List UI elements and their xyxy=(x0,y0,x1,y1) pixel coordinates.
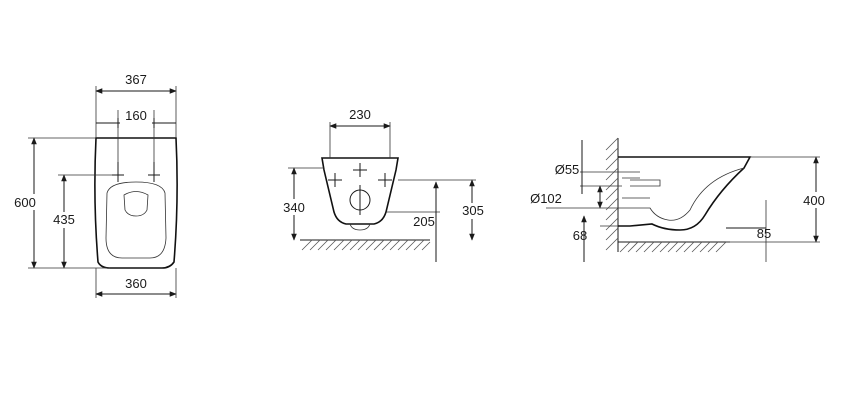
dim-160-label-bg xyxy=(120,108,152,124)
profile-pipes xyxy=(622,171,661,199)
side-bowl-outline xyxy=(321,157,399,225)
side-extension-lines xyxy=(288,122,476,213)
dim-85-label: 85 xyxy=(757,226,771,241)
profile-bowl-inner xyxy=(622,167,745,221)
dim-o102-label: Ø102 xyxy=(530,191,562,206)
side-fixing-crosses xyxy=(328,163,392,215)
profile-extension-lines xyxy=(546,156,820,262)
front-bowl-outline xyxy=(94,137,178,269)
dim-600-label-bg xyxy=(14,194,36,210)
dim-367-label: 367 xyxy=(125,72,147,87)
dim-600-label: 600 xyxy=(14,195,36,210)
dim-360-label: 360 xyxy=(125,276,147,291)
dim-305-label: 305 xyxy=(462,203,484,218)
dim-340-label: 340 xyxy=(283,200,305,215)
dim-400-label: 400 xyxy=(803,193,825,208)
dim-340-label-bg xyxy=(278,199,308,215)
side-bowl-foot xyxy=(349,223,371,231)
side-ground-hatch xyxy=(301,239,431,251)
dim-435-label-bg xyxy=(51,212,77,228)
front-seat-outline xyxy=(105,181,167,259)
dim-205-label: 205 xyxy=(413,214,435,229)
profile-floor-hatch xyxy=(619,241,727,253)
profile-view: Ø55 Ø102 68 400 85 xyxy=(530,137,830,262)
front-extension-lines xyxy=(28,86,177,298)
profile-bowl-outline xyxy=(618,156,752,231)
front-view: 367 160 600 435 360 xyxy=(14,72,178,298)
side-view: 230 340 205 305 xyxy=(278,107,488,262)
profile-wall-hatch xyxy=(605,137,619,251)
dim-o55-label: Ø55 xyxy=(555,162,580,177)
dim-400-label-bg xyxy=(798,192,830,208)
dim-68-label: 68 xyxy=(573,228,587,243)
dim-305-label-bg xyxy=(458,203,488,219)
dim-435-label: 435 xyxy=(53,212,75,227)
front-fixing-crosses xyxy=(112,162,160,182)
dim-230-label: 230 xyxy=(349,107,371,122)
dim-160-label: 160 xyxy=(125,108,147,123)
side-outlet-circle xyxy=(349,189,371,211)
front-seat-hinge xyxy=(123,191,149,217)
